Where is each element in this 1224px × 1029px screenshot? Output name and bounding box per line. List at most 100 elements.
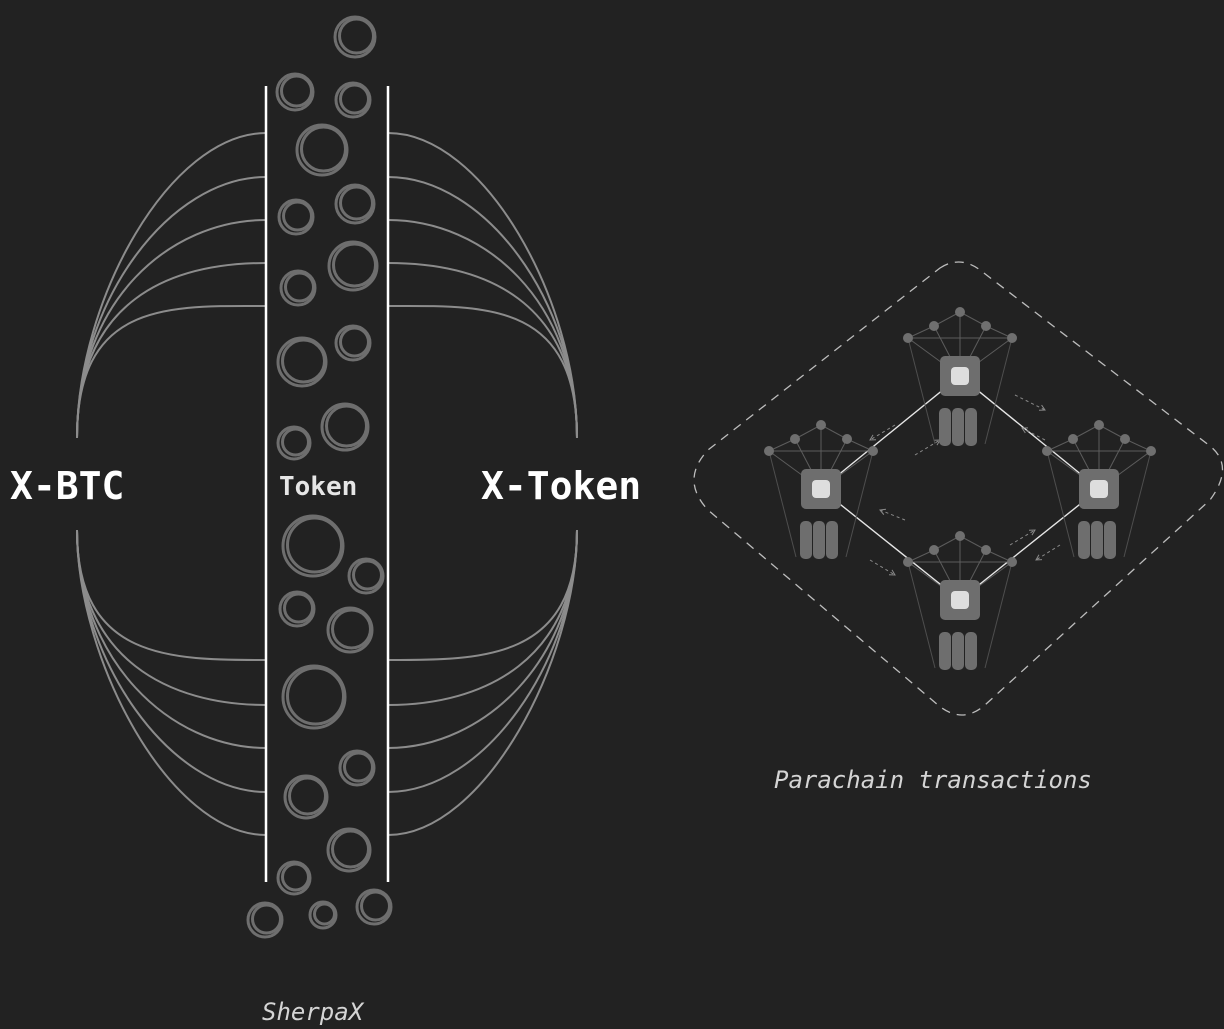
token-bubble — [283, 774, 329, 820]
validator-node — [1007, 333, 1017, 343]
arc-bottom-right — [387, 529, 578, 793]
chain-link — [820, 488, 961, 601]
chain-block-core — [951, 367, 969, 385]
token-bubble-inner — [284, 271, 315, 303]
collator-bar — [965, 408, 977, 446]
validator-node — [1120, 434, 1130, 444]
network-boundary — [693, 261, 1223, 716]
token-bubble — [326, 606, 374, 654]
token-bubble-inner — [339, 185, 374, 221]
token-bubble-inner — [313, 902, 336, 926]
token-bubble — [326, 827, 372, 873]
collator-bar — [965, 632, 977, 670]
drop-line — [984, 337, 1013, 445]
arc-bottom-left — [76, 529, 267, 749]
token-bubble-inner — [300, 125, 347, 173]
drop-line — [907, 337, 936, 445]
token-bubble — [281, 514, 345, 578]
token-bubble — [276, 425, 312, 461]
arc-top-right — [387, 262, 578, 439]
validator-node — [929, 545, 939, 555]
chain-block-core — [812, 480, 830, 498]
arc-bottom-right — [387, 529, 578, 836]
collator-bar — [813, 521, 825, 559]
collator-bar — [1091, 521, 1103, 559]
transfer-arrow — [1021, 427, 1046, 441]
token-bubble — [246, 901, 284, 939]
validator-node — [1042, 446, 1052, 456]
transfer-arrow — [869, 559, 896, 576]
token-bubble-inner — [339, 326, 370, 358]
token-bubble-inner — [325, 404, 368, 448]
validator-node — [1146, 446, 1156, 456]
arc-bottom-right — [387, 529, 578, 661]
validator-node — [1068, 434, 1078, 444]
transfer-arrow-head — [1021, 427, 1029, 434]
token-bubble — [276, 860, 312, 896]
x-btc-label: X-BTC — [10, 464, 125, 508]
transfer-arrow — [914, 439, 941, 456]
transfer-arrow-head — [1035, 554, 1043, 561]
transfer-arrow — [1014, 394, 1046, 411]
validator-node — [955, 307, 965, 317]
arc-top-left — [76, 132, 267, 439]
validator-node — [903, 557, 913, 567]
transfer-arrow-head — [1038, 404, 1046, 411]
token-bubble — [277, 198, 315, 236]
token-bubble-inner — [286, 666, 345, 726]
token-bubble — [334, 183, 376, 225]
collator-bar — [939, 408, 951, 446]
token-bubble-inner — [339, 83, 370, 115]
transfer-arrow — [1009, 529, 1036, 546]
drop-line — [1046, 450, 1075, 558]
validator-node — [868, 446, 878, 456]
token-bubble — [327, 240, 379, 292]
collator-bar — [1104, 521, 1116, 559]
token-bubble-inner — [332, 242, 377, 288]
token-bubble — [281, 664, 347, 730]
arc-bottom-right — [387, 529, 578, 749]
token-bubble — [320, 402, 370, 452]
token-bubble-inner — [352, 559, 383, 591]
drop-line — [1123, 450, 1152, 558]
arc-bottom-left — [76, 529, 267, 706]
transfer-arrow — [869, 424, 896, 441]
validator-node — [842, 434, 852, 444]
collator-bar — [952, 408, 964, 446]
arc-top-right — [387, 132, 578, 439]
arc-top-right — [387, 176, 578, 439]
token-bubble — [275, 72, 315, 112]
x-token-label: X-Token — [481, 464, 642, 508]
token-channel-rails — [264, 86, 390, 882]
arc-top-right — [387, 304, 578, 439]
chain-block-core — [951, 591, 969, 609]
arc-bottom-right — [387, 529, 578, 706]
token-bubble — [355, 888, 393, 926]
validator-node — [981, 321, 991, 331]
drop-line — [768, 450, 797, 558]
chain-link — [959, 488, 1100, 601]
token-bubble — [334, 324, 372, 362]
arc-top-left — [76, 176, 267, 439]
token-bubble — [295, 123, 349, 177]
collator-bar — [939, 632, 951, 670]
drop-line — [907, 561, 936, 669]
token-bubble-inner — [280, 74, 313, 108]
token-label: Token — [279, 472, 358, 502]
arc-bottom-left — [76, 529, 267, 661]
drop-line — [984, 561, 1013, 669]
chain-block-core — [1090, 480, 1108, 498]
token-bubble — [333, 15, 377, 59]
validator-node — [1094, 420, 1104, 430]
validator-node — [903, 333, 913, 343]
arc-top-left — [76, 262, 267, 439]
token-bubble-inner — [281, 862, 310, 892]
drop-line — [845, 450, 874, 558]
transfer-arrow — [1035, 544, 1061, 561]
token-bubble-inner — [338, 17, 375, 55]
token-bubble-inner — [343, 751, 374, 783]
bridge-arcs — [76, 132, 578, 836]
sherpax-caption: SherpaX — [262, 998, 364, 1026]
collator-bar — [1078, 521, 1090, 559]
